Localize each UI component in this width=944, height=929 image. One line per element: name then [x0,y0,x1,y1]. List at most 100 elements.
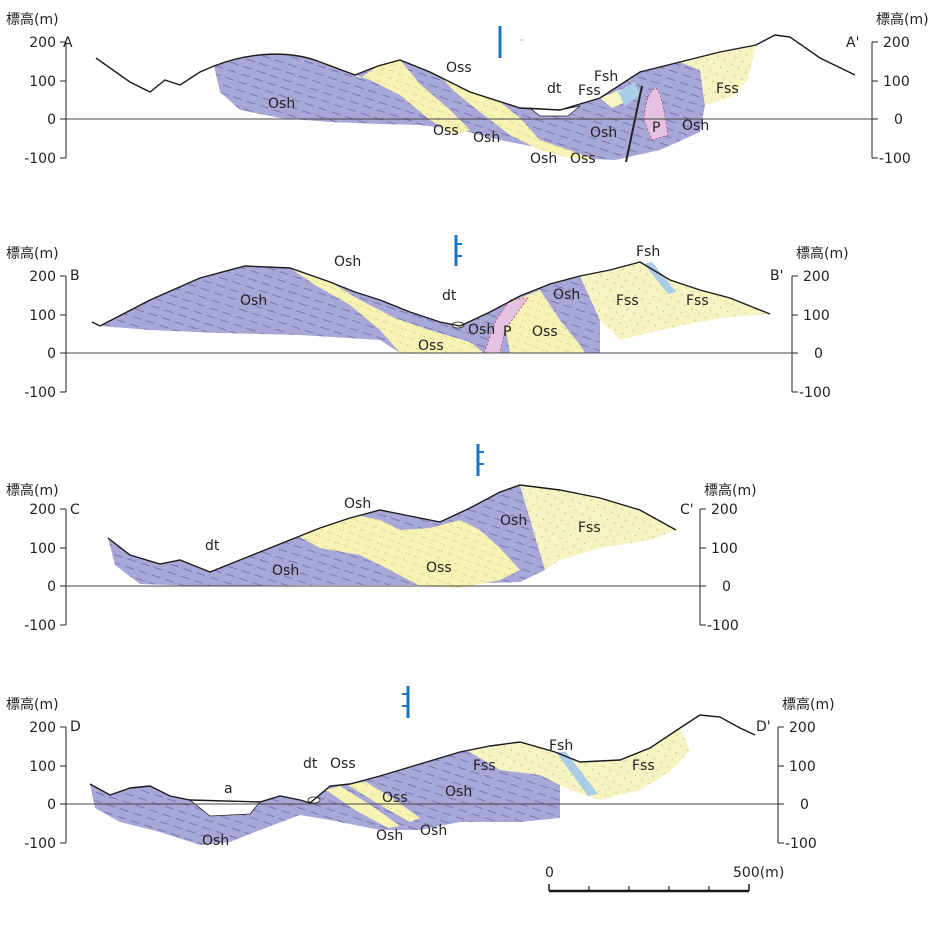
tick-right-minus100: -100 [785,836,817,852]
tick-left-200: 200 [29,35,56,51]
label-fss: Fss [632,758,655,774]
tick-left-0: 0 [47,112,56,128]
tick-right-0: 0 [894,112,903,128]
label-oss: Oss [446,60,472,76]
label-osh: Osh [376,828,403,844]
label-fss: Fss [716,81,739,97]
scale-bar: 0 500(m) [545,865,784,893]
label-p: P [503,324,511,340]
section-label-right: B' [770,268,783,284]
scale-bar-start: 0 [545,865,554,881]
label-fsh: Fsh [636,244,660,260]
tick-left-100: 100 [29,74,56,90]
tick-left-200: 200 [29,720,56,736]
tick-left-200: 200 [29,269,56,285]
label-oss: Oss [426,560,452,576]
label-dt: dt [303,756,318,772]
section-A: 標高(m) 標高(m) A A' 200 100 0 -100 200 100 … [6,11,929,167]
section-C: 標高(m) 標高(m) C C' 200 100 0 -100 200 100 … [6,444,757,634]
section-label-right: A' [846,35,859,51]
axis-header-right: 標高(m) [796,245,849,262]
tick-right-100: 100 [789,759,816,775]
axis-header-right: 標高(m) [704,482,757,499]
section-B: 標高(m) 標高(m) B B' 200 100 0 -100 200 100 … [6,235,849,401]
tick-left-minus100: -100 [24,385,56,401]
label-osh: Osh [240,293,267,309]
axis-header-left: 標高(m) [6,696,59,713]
fault-line-a [625,85,643,163]
tick-right-100: 100 [711,541,738,557]
label-p: P [652,120,660,136]
label-fss: Fss [578,83,601,99]
section-label-left: C [70,502,80,518]
label-fsh: Fsh [549,738,573,754]
label-oss: Oss [330,756,356,772]
tick-right-0: 0 [814,346,823,362]
tick-left-minus100: -100 [24,836,56,852]
label-oss: Oss [532,324,558,340]
label-osh: Osh [553,287,580,303]
tick-left-100: 100 [29,541,56,557]
label-fss: Fss [616,293,639,309]
label-oss: Oss [382,790,408,806]
topography-d [89,714,756,804]
label-fss: Fss [473,758,496,774]
topography-b [91,261,771,327]
tick-left-minus100: -100 [24,151,56,167]
topography-a [95,34,856,111]
label-fss: Fss [686,293,709,309]
label-osh: Osh [500,513,527,529]
label-osh: Osh [344,496,371,512]
tick-right-minus100: -100 [707,618,739,634]
tick-right-100: 100 [803,308,830,324]
label-oss: Oss [418,338,444,354]
tick-right-200: 200 [789,720,816,736]
label-osh: Osh [445,784,472,800]
scale-bar-end: 500(m) [733,865,784,881]
section-label-right: D' [756,719,771,735]
section-label-left: B [70,268,80,284]
axis-header-left: 標高(m) [6,482,59,499]
label-osh: Osh [530,151,557,167]
label-osh: Osh [468,322,495,338]
label-dt: dt [547,81,562,97]
label-osh: Osh [272,563,299,579]
tick-right-100: 100 [883,74,910,90]
label-a: a [224,781,233,797]
tick-right-minus100: -100 [799,385,831,401]
tick-left-0: 0 [47,797,56,813]
label-osh: Osh [334,254,361,270]
tick-left-0: 0 [47,346,56,362]
label-oss: Oss [570,151,596,167]
axis-header-right: 標高(m) [782,696,835,713]
tick-right-200: 200 [803,269,830,285]
topography-c [107,484,677,573]
tick-left-100: 100 [29,759,56,775]
unit-oss-d1 [326,786,400,828]
tick-left-0: 0 [47,579,56,595]
label-osh: Osh [473,130,500,146]
tick-right-200: 200 [883,35,910,51]
section-label-left: A [63,35,73,51]
tick-right-0: 0 [722,579,731,595]
label-fss: Fss [578,520,601,536]
label-fsh: Fsh [594,69,618,85]
label-dt: dt [442,288,457,304]
label-osh: Osh [202,833,229,849]
tick-left-minus100: -100 [24,618,56,634]
label-dt: dt [205,538,220,554]
label-osh: Osh [268,96,295,112]
section-label-left: D [70,719,81,735]
label-oss: Oss [433,123,459,139]
section-label-right: C' [680,502,694,518]
unit-p-a [643,87,669,141]
tick-left-100: 100 [29,308,56,324]
unit-fsh-a [618,82,640,106]
label-osh: Osh [682,118,709,134]
label-osh: Osh [590,125,617,141]
axis-header-left: 標高(m) [6,11,59,28]
tick-right-200: 200 [711,502,738,518]
label-osh: Osh [420,823,447,839]
unit-fsh-d [556,752,598,796]
